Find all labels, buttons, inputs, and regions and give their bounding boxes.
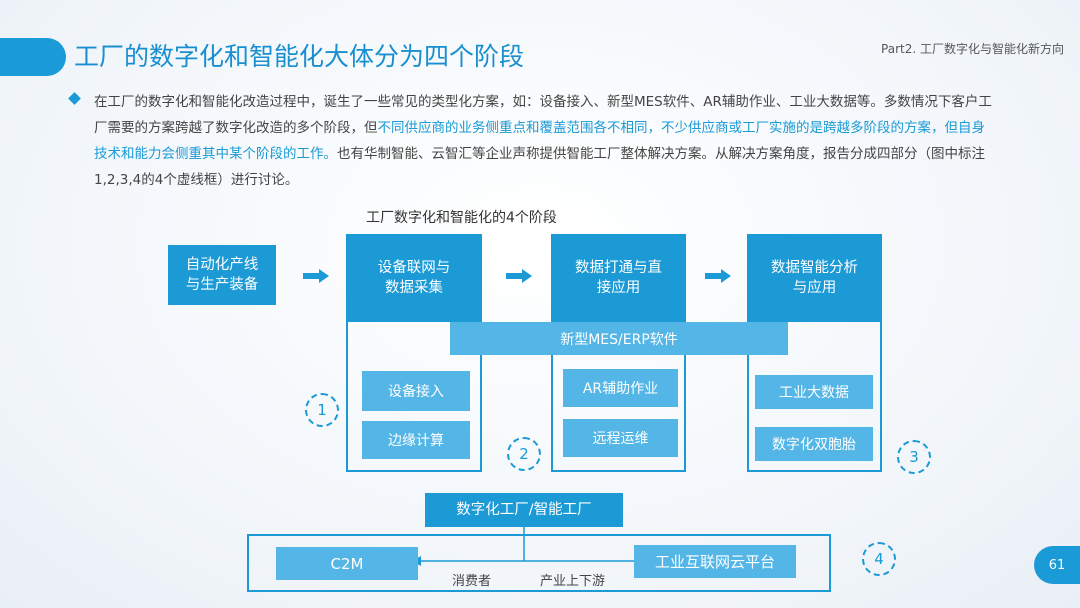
stage1-header: 设备联网与数据采集 [346,234,482,322]
item-edge-computing: 边缘计算 [362,421,470,459]
industry-chain-label: 产业上下游 [540,574,606,589]
stage-label-line: 数据打通与直 [575,260,662,276]
c2m-box: C2M [276,547,418,580]
cloud-platform-box: 工业互联网云平台 [634,545,796,578]
title-accent-bar [0,38,66,76]
stage-automation-box: 自动化产线与生产装备 [168,245,276,305]
arrow-right-icon [506,269,532,283]
stage-label-line: 与生产装备 [185,277,259,293]
stage-label-line: 数据智能分析 [771,260,858,276]
diagram-caption: 工厂数字化和智能化的4个阶段 [366,210,557,226]
intro-paragraph: 在工厂的数字化和智能化改造过程中，诞生了一些常见的类型化方案，如：设备接入、新型… [94,89,994,193]
paragraph-highlight: 不同供应商的业务侧重点和覆盖范围各不相同，不少供应商或工厂实施的是跨越多阶段的方… [94,120,985,162]
item-remote-ops: 远程运维 [563,419,678,457]
stage-label-line: 接应用 [596,280,641,296]
page-title: 工厂的数字化和智能化大体分为四个阶段 [74,42,525,71]
mes-erp-bar: 新型MES/ERP软件 [450,322,788,355]
item-device-access: 设备接入 [362,371,470,411]
arrow-right-icon [303,269,329,283]
stage-label-line: 设备联网与 [377,260,451,276]
stage2-header: 数据打通与直接应用 [551,234,686,322]
section-label: Part2. 工厂数字化与智能化新方向 [881,42,1064,56]
stage3-header: 数据智能分析与应用 [747,234,882,322]
connector-lines [412,526,644,566]
item-ar-assist: AR辅助作业 [563,369,678,407]
paragraph-text-1: 在工厂的数字化和智能化改造过程中，诞生了一些常见的类型化方案，如：设备接入、新型… [94,94,992,136]
stage-number-badge: 2 [507,437,541,471]
item-digital-twin: 数字化双胞胎 [755,427,873,461]
stage-label-line: 与应用 [792,280,837,296]
paragraph-text-3: 也有华制智能、云智汇等企业声称提供智能工厂整体解决方案。从解决方案角度，报告分成… [94,146,985,188]
stage-label-line: 数据采集 [385,280,443,296]
stage-number-badge: 3 [897,440,931,474]
arrow-right-icon [705,269,731,283]
stage-label-line: 自动化产线 [185,257,259,273]
consumer-label: 消费者 [452,574,492,589]
stage-number-badge: 4 [862,542,896,576]
smart-factory-box: 数字化工厂/智能工厂 [425,493,623,527]
item-industrial-bigdata: 工业大数据 [755,375,873,409]
stage-number-badge: 1 [305,393,339,427]
bottom-frame [247,534,831,592]
page-number: 61 [1034,546,1080,584]
diamond-bullet-icon [68,92,81,105]
